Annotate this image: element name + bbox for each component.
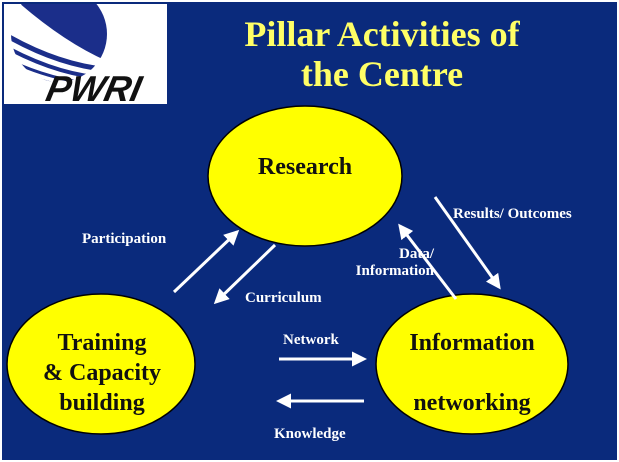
data-information-label-line-1: Data/ — [399, 246, 434, 262]
training-label-line-1: Training — [57, 330, 147, 356]
slide-title-line-2: the Centre — [300, 54, 464, 94]
participation-label: Participation — [82, 231, 167, 247]
knowledge-label: Knowledge — [274, 426, 346, 442]
data-information-label: Data/ Information — [346, 246, 434, 280]
pwri-logo: PWRI — [4, 4, 167, 104]
information-label-line-1: Information — [409, 330, 535, 356]
information-label-line-2: networking — [413, 390, 531, 416]
participation-arrow — [172, 229, 240, 294]
data-information-label-line-2: Information — [355, 263, 434, 279]
network-label: Network — [283, 332, 339, 348]
slide-title-line-1: Pillar Activities of — [244, 14, 520, 54]
slide-title: Pillar Activities of the Centre — [182, 14, 582, 94]
research-label: Research — [257, 154, 353, 180]
logo-graphic: PWRI — [11, 4, 146, 104]
training-label-line-3: building — [59, 390, 145, 416]
results-label: Results/ Outcomes — [453, 206, 572, 222]
training-label-line-2: & Capacity — [43, 360, 161, 386]
logo-text: PWRI — [43, 68, 146, 104]
information-label: Information networking — [390, 328, 554, 418]
training-label: Training & Capacity building — [22, 328, 182, 418]
curriculum-label: Curriculum — [245, 290, 322, 306]
